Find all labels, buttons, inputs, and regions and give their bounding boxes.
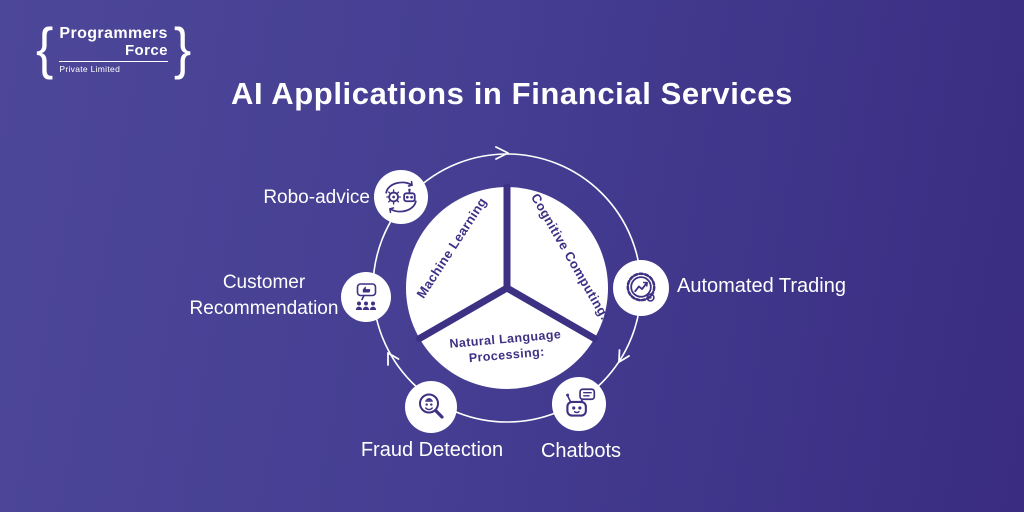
- company-logo: { Programmers Force Private Limited }: [36, 17, 192, 81]
- label-robo-advice: Robo-advice: [263, 187, 370, 208]
- logo-divider: [59, 60, 168, 62]
- customer-recommendation-icon-disc: [341, 272, 391, 322]
- fraud-detection-icon: [419, 393, 444, 419]
- pie-divider-right: [503, 284, 598, 342]
- chatbot-icon: [566, 388, 596, 417]
- label-automated-trading: Automated Trading: [677, 275, 846, 297]
- clockwise-arrow-bottom-right-icon: [618, 349, 630, 363]
- automated-trading-icon: [626, 272, 656, 302]
- robo-advice-icon-disc: [374, 170, 428, 224]
- logo-company-name-2: Force: [124, 41, 168, 59]
- clockwise-arrow-top-icon: [495, 146, 509, 160]
- clockwise-arrow-bottom-left-icon: [387, 352, 400, 366]
- customer-recommendation-icon: [355, 283, 377, 310]
- label-customer-line1: Customer: [222, 272, 306, 293]
- label-customer-line2: Recommendation: [189, 298, 339, 319]
- fraud-detection-icon-disc: [405, 381, 457, 433]
- robo-advice-cycle-icon: [385, 180, 417, 214]
- label-customer-recommendation: Customer Recommendation: [139, 270, 389, 322]
- logo-company-name: Programmers: [59, 24, 168, 42]
- pie-divider-left: [416, 284, 511, 342]
- chatbot-icon-disc: [552, 377, 606, 431]
- logo-subtitle: Private Limited: [59, 63, 121, 74]
- label-chatbots: Chatbots: [540, 440, 622, 462]
- ai-applications-diagram: Machine Learning Cognitive Computing: Na…: [341, 128, 669, 448]
- label-fraud-detection: Fraud Detection: [360, 439, 504, 461]
- logo-right-brace: }: [173, 17, 192, 81]
- logo-left-brace: {: [36, 17, 54, 81]
- automated-trading-icon-disc: [613, 260, 669, 316]
- cycle-ring-and-pie: [372, 146, 642, 423]
- page-title: AI Applications in Financial Services: [231, 76, 793, 111]
